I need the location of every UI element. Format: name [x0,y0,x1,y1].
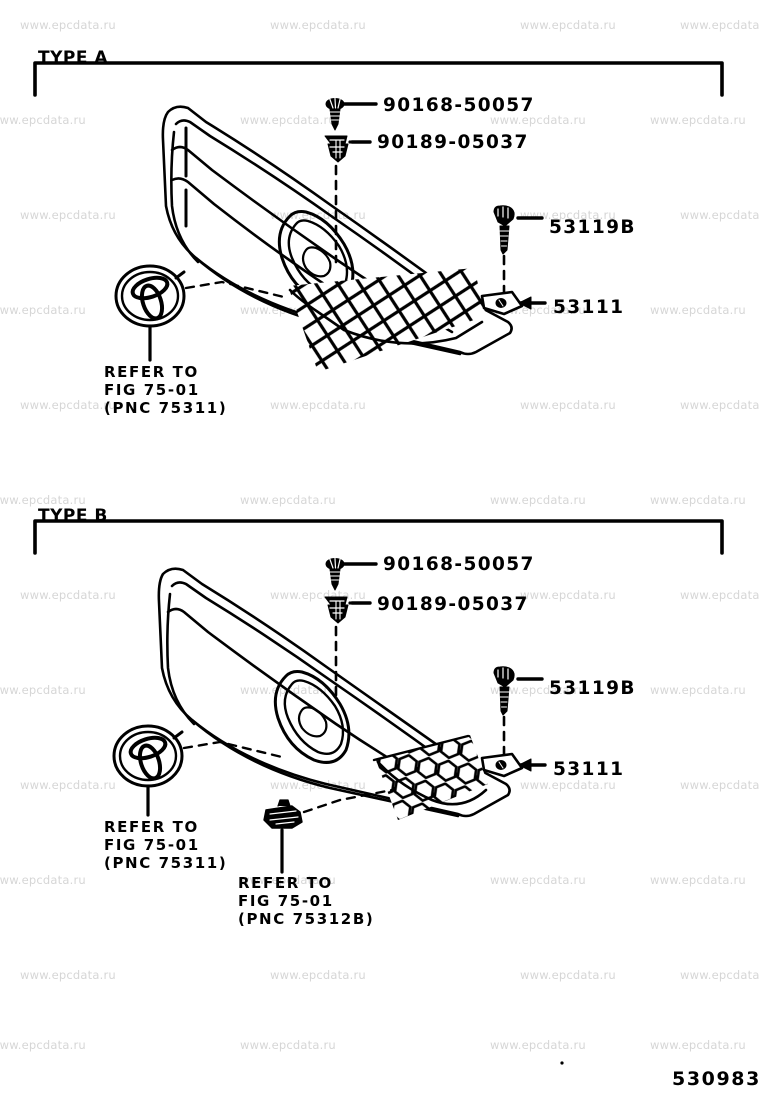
reference-line: REFER TO [238,874,333,892]
screw-icon-a [325,97,378,131]
reference-block-b-75311: REFER TO FIG 75-01 (PNC 75311) [104,818,227,872]
clip-icon-a [324,135,372,264]
callout-53111-b: 53111 [553,759,625,780]
section-title-type-b: TYPE B [38,506,108,526]
grille-callout-arrow-a [517,296,547,310]
reference-line: REFER TO [104,363,199,381]
reference-line: (PNC 75312B) [238,910,375,928]
toyota-emblem-b [112,724,288,817]
type-a-bracket [33,61,724,97]
toyota-emblem-a [114,264,290,362]
screw-icon-b [325,557,378,591]
grille-callout-arrow-b [517,758,547,772]
reference-line: FIG 75-01 [238,892,334,910]
reference-block-b-75312b: REFER TO FIG 75-01 (PNC 75312B) [238,874,374,928]
section-title-type-a: TYPE A [38,48,109,68]
reference-line: (PNC 75311) [104,854,228,872]
callout-53119b-b: 53119B [549,678,636,699]
bolt-icon-b [493,666,544,764]
callout-90189-05037-b: 90189-05037 [377,594,529,615]
type-b-bracket [33,519,724,555]
mounting-tab-a [480,290,524,316]
reference-line: REFER TO [104,818,199,836]
callout-90168-50057-b: 90168-50057 [383,554,535,575]
reference-line: (PNC 75311) [104,399,228,417]
bolt-icon-a [493,205,544,302]
callout-53111-a: 53111 [553,297,625,318]
reference-line: FIG 75-01 [104,836,200,854]
mounting-tab-b [480,752,524,778]
reference-line: FIG 75-01 [104,381,200,399]
callout-53119b-a: 53119B [549,217,636,238]
lower-clip-b [263,788,394,874]
callout-90168-50057-a: 90168-50057 [383,95,535,116]
clip-icon-b [324,596,372,702]
grille-mesh-a [288,268,486,372]
figure-number: 530983 [672,1068,760,1090]
grille-mesh-b [376,735,488,820]
callout-90189-05037-a: 90189-05037 [377,132,529,153]
reference-block-a-75311: REFER TO FIG 75-01 (PNC 75311) [104,363,227,417]
